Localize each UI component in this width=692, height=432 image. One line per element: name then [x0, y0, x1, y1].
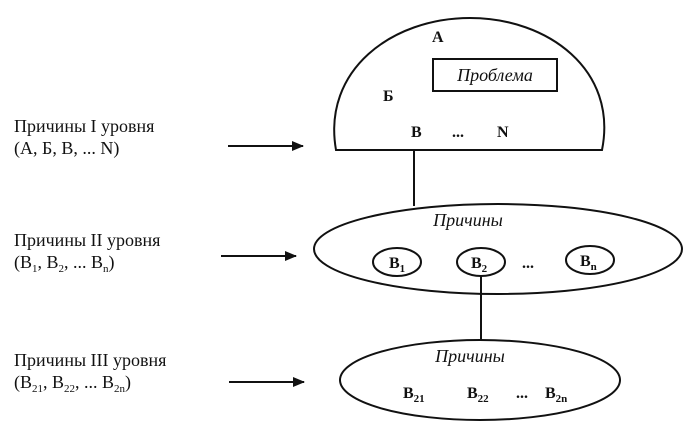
dome-letter-n: N [497, 124, 509, 141]
cause-b22-label: В22 [467, 385, 489, 405]
level1-title: Причины I уровня [14, 116, 154, 136]
cause-b21-label: В21 [403, 385, 425, 405]
level1-list: (А, Б, В, ... N) [14, 138, 119, 159]
level3-label: Причины III уровня (В21, В22, ... В2n) [14, 350, 166, 395]
level2-dots: ... [522, 255, 534, 272]
dome-dots: ... [452, 124, 464, 141]
level3-causes-title: Причины [434, 346, 505, 366]
cause-bn-oval [565, 245, 615, 275]
problem-label: Проблема [456, 65, 533, 85]
cause-b1-label: В1 [389, 255, 405, 275]
cause-b2-label: В2 [471, 255, 488, 275]
cause-bn-label: Вn [580, 253, 597, 273]
level3-title: Причины III уровня [14, 350, 166, 370]
dome-letter-a: А [432, 29, 444, 46]
dome-letter-b: Б [383, 88, 394, 105]
level2-list: (В1, В2, ... Вn) [14, 252, 115, 275]
level2-causes-title: Причины [432, 210, 503, 230]
level1-label: Причины I уровня (А, Б, В, ... N) [14, 116, 154, 159]
level2-label: Причины II уровня (В1, В2, ... Вn) [14, 230, 160, 275]
dome-letter-v: В [411, 124, 422, 141]
level3-causes-ellipse [339, 339, 621, 421]
problem-dome-shape [333, 16, 606, 151]
problem-box [432, 58, 558, 92]
level3-list: (В21, В22, ... В2n) [14, 372, 131, 395]
level2-title: Причины II уровня [14, 230, 160, 250]
level2-causes-ellipse [313, 203, 683, 295]
level3-dots: ... [516, 385, 528, 402]
cause-b1-oval [372, 247, 422, 277]
cause-b2n-label: В2n [545, 385, 567, 405]
